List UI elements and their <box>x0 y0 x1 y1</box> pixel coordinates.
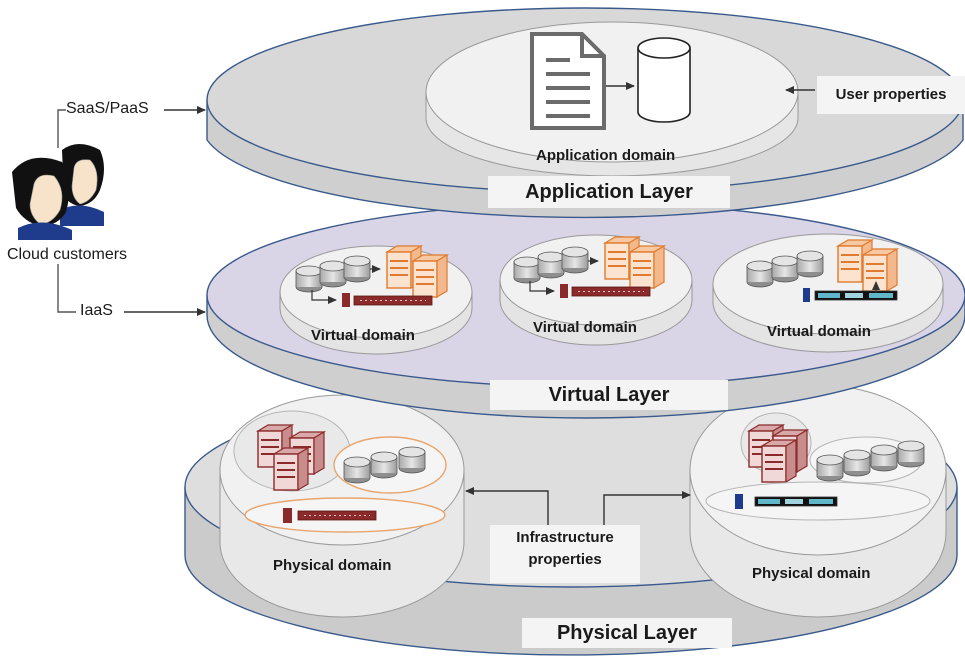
application-domain-cylinder <box>425 21 799 177</box>
infrastructure-arrows <box>465 487 691 525</box>
cloud-customers-label: Cloud customers <box>7 246 128 263</box>
virtual-domain-2 <box>499 234 693 346</box>
virtual-layer-title: Virtual Layer <box>490 380 728 410</box>
physical-layer-title: Physical Layer <box>522 618 732 648</box>
saas-paas-label: SaaS/PaaS <box>66 100 149 117</box>
infrastructure-properties-line2: properties <box>528 551 602 568</box>
infrastructure-properties-label: Infrastructure properties <box>490 525 640 583</box>
virtual-domain-1-label: Virtual domain <box>311 327 415 344</box>
customer-connectors <box>57 106 206 316</box>
virtual-domain-3 <box>712 233 944 353</box>
document-icon <box>530 32 606 130</box>
physical-domain-left <box>219 394 465 618</box>
physical-domain-right-label: Physical domain <box>752 565 871 582</box>
virtual-domain-1 <box>279 245 473 355</box>
customers-icon <box>12 144 104 240</box>
user-properties-label: User properties <box>817 76 965 114</box>
virtual-domain-2-label: Virtual domain <box>533 319 637 336</box>
database-icon <box>637 37 691 123</box>
application-domain-label: Application domain <box>536 147 676 164</box>
virtual-domain-3-label: Virtual domain <box>767 323 871 340</box>
iaas-label: IaaS <box>80 302 113 319</box>
application-layer-title: Application Layer <box>488 176 730 208</box>
infrastructure-properties-line1: Infrastructure <box>516 529 614 546</box>
physical-domain-left-label: Physical domain <box>273 557 392 574</box>
physical-domain-right <box>689 384 947 618</box>
